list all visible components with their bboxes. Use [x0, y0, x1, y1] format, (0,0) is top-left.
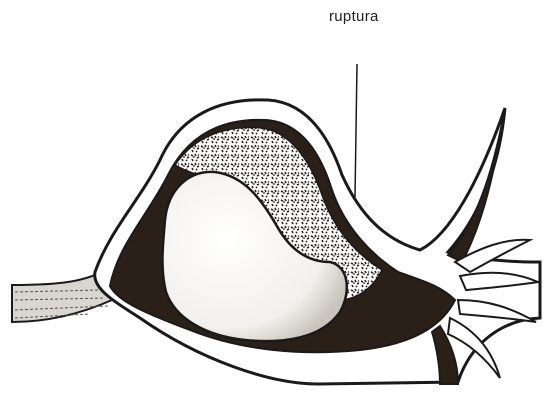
rupture-label: ruptura	[329, 8, 379, 25]
rupture-leader-line	[355, 64, 357, 198]
